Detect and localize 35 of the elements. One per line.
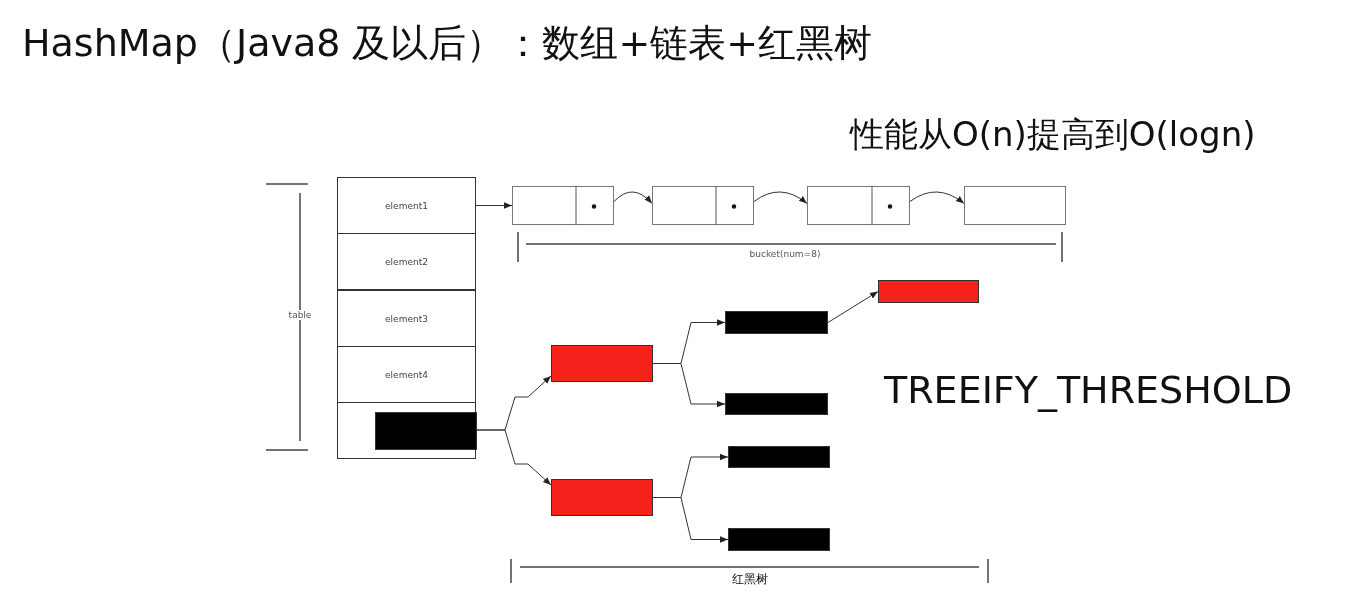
arrow — [827, 291, 879, 323]
tree-node — [728, 528, 830, 551]
arrow — [613, 191, 653, 204]
tree-node — [551, 345, 653, 382]
table-cell — [337, 346, 476, 403]
list-node — [512, 186, 614, 225]
tree-node — [375, 412, 477, 450]
tree-node — [878, 280, 979, 303]
tree-node — [725, 393, 828, 415]
arrow — [753, 191, 808, 204]
dimension-label: 红黑树 — [731, 571, 769, 588]
tree-node — [728, 446, 830, 468]
note-text: 性能从O(n)提高到O(logn) — [850, 113, 1256, 156]
arrow — [475, 429, 552, 486]
list-node — [652, 186, 754, 225]
list-node — [964, 186, 1066, 225]
tree-node — [725, 311, 828, 334]
cell-text: element2 — [385, 256, 428, 267]
dimension-label: bucket(num=8) — [748, 249, 822, 259]
arrow — [475, 202, 513, 209]
table-cell — [337, 290, 476, 347]
dimension-label: table — [287, 310, 313, 320]
table-cell — [337, 177, 476, 234]
cell-text: element1 — [385, 200, 428, 211]
list-node — [807, 186, 910, 225]
tree-node — [551, 479, 653, 516]
table-cell — [337, 233, 476, 290]
title: HashMap（Java8 及以后）：数组+链表+红黑树 — [22, 20, 873, 67]
cell-text: element4 — [385, 369, 428, 380]
cell-text: element3 — [385, 313, 428, 324]
arrow — [652, 497, 729, 543]
arrow — [652, 363, 726, 408]
note-text: TREEIFY_THRESHOLD — [884, 368, 1293, 412]
arrow — [909, 191, 965, 204]
table-cell — [337, 402, 476, 459]
